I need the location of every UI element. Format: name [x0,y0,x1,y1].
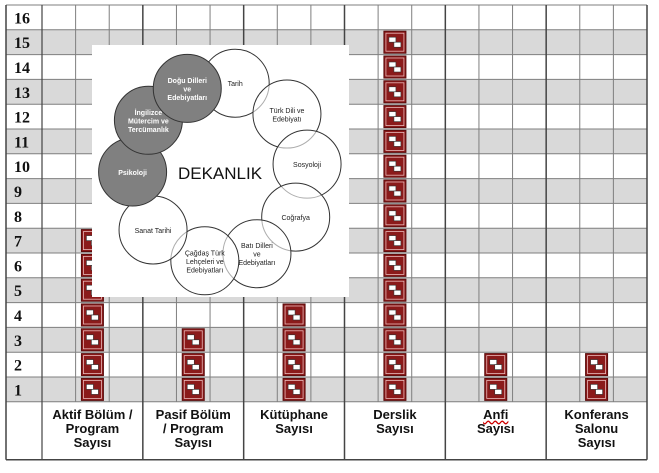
svg-text:Türk Dili ve: Türk Dili ve [269,108,304,115]
svg-text:Sosyoloji: Sosyoloji [293,162,321,169]
svg-text:Edebiyatları: Edebiyatları [186,267,223,274]
bar-marker [383,253,407,277]
y-tick-label-13: 13 [14,85,30,102]
y-tick-label-3: 3 [14,333,22,350]
svg-text:Sanat Tarihi: Sanat Tarihi [135,228,172,235]
y-tick-label-10: 10 [14,159,30,176]
svg-text:Tercümanlık: Tercümanlık [128,127,169,134]
bar-marker [383,303,407,327]
bar-marker [383,80,407,104]
bar-marker [80,303,104,327]
svg-text:Mütercim ve: Mütercim ve [128,118,169,125]
row-band-1 [6,377,647,402]
bar-marker [383,30,407,54]
y-tick-label-14: 14 [14,60,30,77]
bar-marker [383,129,407,153]
diagram-node: Psikoloji [98,137,168,207]
svg-text:Lehçeleri ve: Lehçeleri ve [186,259,224,266]
bar-marker [282,377,306,401]
bar-marker [383,377,407,401]
bar-marker [585,377,609,401]
row-band-3 [6,327,647,353]
svg-text:Çağdaş Türk: Çağdaş Türk [185,250,225,257]
svg-text:ve: ve [183,86,191,93]
svg-text:Edebiyatları: Edebiyatları [238,260,275,267]
y-tick-label-2: 2 [14,358,22,375]
svg-text:Psikoloji: Psikoloji [118,170,147,177]
bar-marker [80,353,104,377]
bar-marker [484,377,508,401]
bar-marker [282,353,306,377]
y-tick-label-6: 6 [14,258,22,275]
bar-marker [484,353,508,377]
bar-marker [383,179,407,203]
svg-text:Tarih: Tarih [228,81,243,88]
bar-marker [383,229,407,253]
bar-marker [383,105,407,129]
y-tick-label-15: 15 [14,35,30,52]
bar-marker [80,328,104,352]
y-tick-label-1: 1 [14,382,22,399]
diagram-center-label: DEKANLIK [178,164,263,183]
svg-text:Batı Dilleri: Batı Dilleri [241,243,273,250]
y-tick-label-9: 9 [14,184,22,201]
svg-text:Edebiyatı: Edebiyatı [272,116,301,123]
svg-text:Edebiyatları: Edebiyatları [167,95,207,102]
bar-marker [585,353,609,377]
svg-text:Doğu Dilleri: Doğu Dilleri [168,78,207,85]
y-tick-label-8: 8 [14,209,22,226]
y-tick-label-11: 11 [14,134,29,151]
bar-marker [383,328,407,352]
bar-marker [80,377,104,401]
svg-text:ve: ve [253,252,261,259]
bar-marker [383,55,407,79]
bar-marker [282,328,306,352]
y-tick-label-7: 7 [14,234,22,251]
bar-marker [181,377,205,401]
bar-marker [383,154,407,178]
y-tick-label-12: 12 [14,110,30,127]
y-tick-label-16: 16 [14,10,30,27]
y-tick-label-4: 4 [14,308,22,325]
bar-marker [383,204,407,228]
bar-marker [383,353,407,377]
y-tick-label-5: 5 [14,283,22,300]
svg-text:Coğrafya: Coğrafya [281,215,310,222]
svg-text:İngilizce: İngilizce [135,109,163,117]
bar-marker [181,328,205,352]
bar-marker [383,278,407,302]
bar-marker [181,353,205,377]
bar-marker [282,303,306,327]
